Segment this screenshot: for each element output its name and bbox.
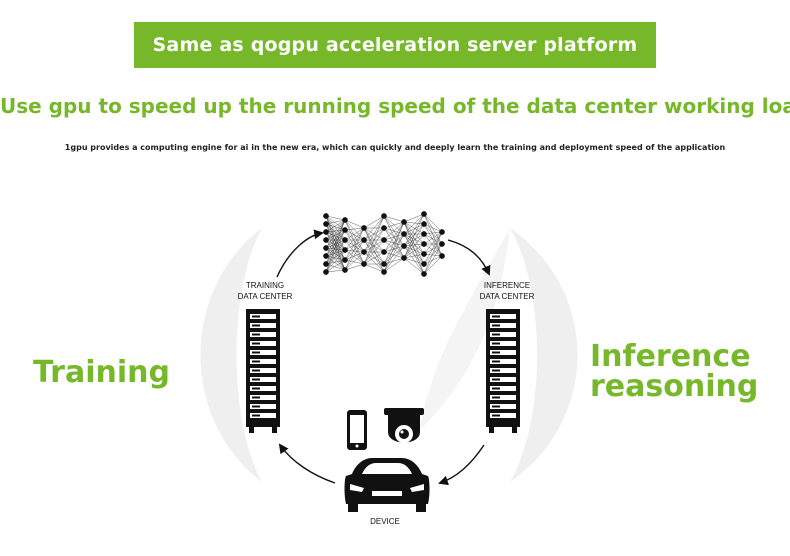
car-icon [344, 458, 430, 512]
network-node [401, 231, 407, 237]
rack-slot [250, 413, 276, 418]
training-label: Training [33, 355, 170, 390]
network-node [421, 211, 427, 217]
network-node [323, 229, 329, 235]
rack-slot [490, 386, 516, 391]
network-node [342, 227, 348, 233]
banner: Same as qogpu acceleration server platfo… [134, 22, 656, 68]
network-node [361, 261, 367, 267]
rack-slot [490, 341, 516, 346]
network-node [401, 219, 407, 225]
training-data-center-label: TRAINING DATA CENTER [224, 280, 306, 302]
network-node [342, 257, 348, 263]
rack-slot [250, 377, 276, 382]
rack-slot [250, 341, 276, 346]
network-node [361, 249, 367, 255]
network-node [361, 237, 367, 243]
rack-slot [250, 314, 276, 319]
network-node [342, 217, 348, 223]
inference-label-line2: reasoning [590, 369, 759, 404]
network-node [381, 269, 387, 275]
network-node [421, 221, 427, 227]
rack-slot [490, 404, 516, 409]
network-node [401, 243, 407, 249]
cycle-arrow-icon [438, 444, 485, 486]
inference-label-line1: Inference [590, 339, 751, 374]
inference-dc-line2: DATA CENTER [479, 292, 535, 301]
rack-slot [490, 368, 516, 373]
rack-slot [490, 323, 516, 328]
rack-slot [250, 404, 276, 409]
network-node [421, 231, 427, 237]
network-node [323, 245, 329, 251]
network-node [342, 267, 348, 273]
server-rack-icon [486, 309, 520, 433]
cycle-arrow-icon [278, 443, 336, 484]
network-node [439, 241, 445, 247]
banner-title: Same as qogpu acceleration server platfo… [152, 34, 638, 56]
rack-slot [490, 350, 516, 355]
network-node [439, 229, 445, 235]
network-node [323, 237, 329, 243]
neural-network-icon [323, 211, 445, 277]
cycle-arrow-icon [276, 229, 324, 278]
network-node [323, 269, 329, 275]
network-node [439, 253, 445, 259]
network-node [323, 221, 329, 227]
rack-slot [490, 359, 516, 364]
rack-slot [250, 332, 276, 337]
rack-slot [490, 314, 516, 319]
server-rack-icon [246, 309, 280, 433]
right-crescent [510, 228, 578, 482]
device-label: DEVICE [370, 517, 400, 526]
rack-slot [250, 323, 276, 328]
left-crescent [200, 228, 262, 482]
inference-dc-line1: INFERENCE [483, 281, 531, 290]
network-node [323, 253, 329, 259]
network-node [401, 255, 407, 261]
rack-slot [490, 332, 516, 337]
cycle-arrow-icon [447, 239, 491, 276]
rack-slot [490, 413, 516, 418]
network-node [342, 247, 348, 253]
network-node [381, 261, 387, 267]
network-node [421, 251, 427, 257]
security-camera-icon [384, 408, 424, 443]
rack-slot [250, 395, 276, 400]
smartphone-icon [347, 410, 367, 450]
network-node [421, 261, 427, 267]
training-dc-line1: TRAINING [245, 281, 285, 290]
rack-slot [490, 377, 516, 382]
network-node [421, 271, 427, 277]
rack-slot [250, 350, 276, 355]
network-node [342, 237, 348, 243]
network-node [381, 249, 387, 255]
network-node [323, 213, 329, 219]
headline: Use gpu to speed up the running speed of… [0, 94, 790, 118]
subheadline: 1gpu provides a computing engine for ai … [64, 143, 726, 152]
inference-data-center-label: INFERENCE DATA CENTER [466, 280, 548, 302]
rack-slot [490, 395, 516, 400]
inference-label: Inference reasoning [590, 342, 758, 402]
rack-slot [250, 359, 276, 364]
network-node [381, 237, 387, 243]
network-node [361, 225, 367, 231]
network-node [323, 261, 329, 267]
training-dc-line2: DATA CENTER [237, 292, 293, 301]
network-node [421, 241, 427, 247]
network-node [381, 225, 387, 231]
network-node [381, 213, 387, 219]
rack-slot [250, 386, 276, 391]
rack-slot [250, 368, 276, 373]
